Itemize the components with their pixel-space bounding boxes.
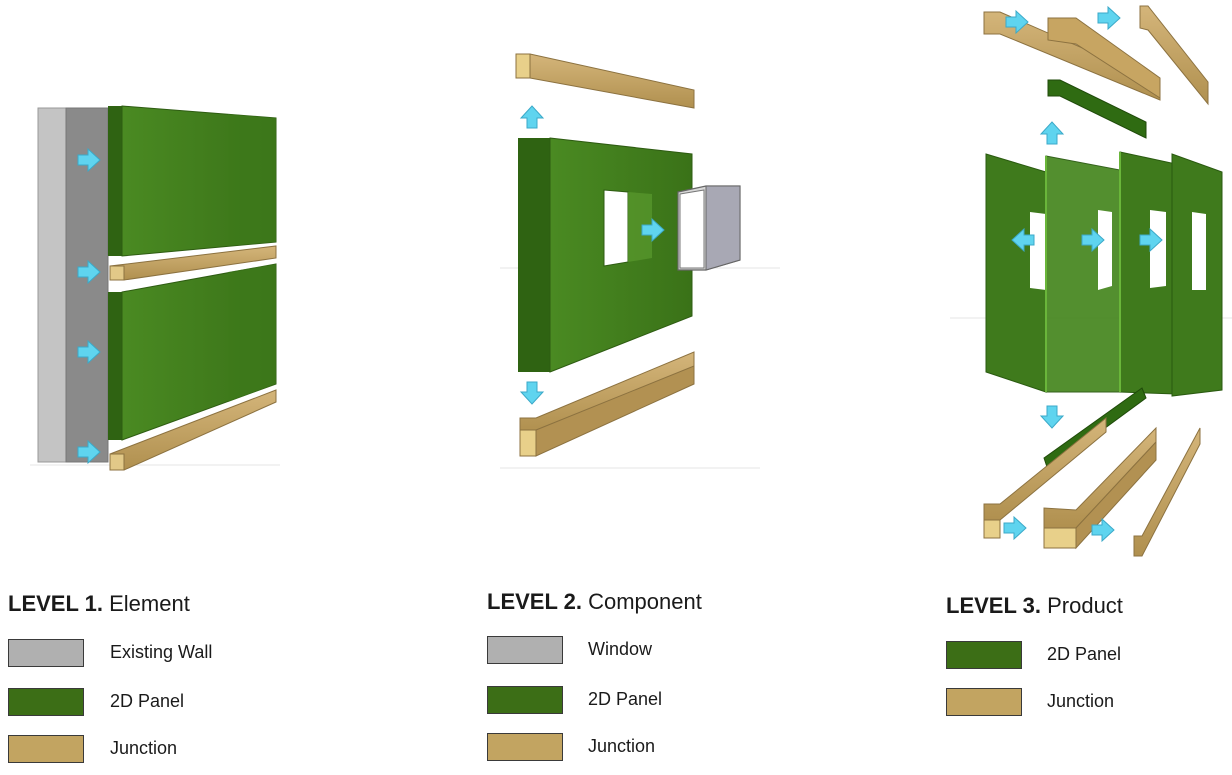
level3-title: LEVEL 3. Product [946, 593, 1123, 618]
junction-top-right [1139, 5, 1209, 106]
legend-swatch [8, 639, 84, 667]
arrow-up-icon [1040, 121, 1064, 145]
legend-junction [8, 735, 84, 763]
arrow-right-icon [1003, 516, 1027, 540]
panel-with-opening [518, 138, 550, 372]
level1-diagram [30, 105, 280, 471]
legend-2d-panel [8, 688, 84, 716]
legend-label: Junction [588, 736, 656, 756]
level2-diagram [500, 53, 780, 469]
legend-junction [946, 688, 1022, 716]
legend-label: Junction [1047, 691, 1115, 711]
legend-label: Existing Wall [110, 642, 213, 662]
legend-swatch [8, 688, 84, 716]
junction-top [515, 53, 695, 109]
legend-junction [487, 733, 563, 761]
legend-existing-wall [8, 639, 84, 667]
legend-2d-panel [487, 686, 563, 714]
legend-label: 2D Panel [588, 689, 663, 709]
junction-top-left [983, 11, 1161, 101]
window-opening [603, 189, 629, 267]
arrow-down-icon [1040, 405, 1064, 429]
legend-swatch [487, 686, 563, 714]
legend-swatch [487, 733, 563, 761]
legend-label: 2D Panel [110, 691, 185, 711]
legend-swatch [8, 735, 84, 763]
panel-3 [1119, 151, 1177, 395]
level3-diagram [950, 5, 1232, 557]
exploded-assembly-diagrams [30, 5, 1232, 557]
arrow-down-icon [520, 381, 544, 405]
legend-swatch [487, 636, 563, 664]
legend-swatch [946, 641, 1022, 669]
legend-2d-panel [946, 641, 1022, 669]
panel-lower [108, 292, 122, 440]
junction-top-green [1047, 79, 1147, 139]
arrow-right-icon [1097, 6, 1121, 30]
level2-title: LEVEL 2. Component [487, 589, 702, 614]
legend-label: Junction [110, 738, 178, 758]
level1-title: LEVEL 1. Element [8, 591, 190, 616]
existing-wall [37, 107, 67, 463]
legend-swatch [946, 688, 1022, 716]
legend-window [487, 636, 563, 664]
legend-label: 2D Panel [1047, 644, 1122, 664]
panel-upper [108, 106, 122, 256]
junction-bottom-right [1133, 427, 1201, 557]
legend-label: Window [588, 639, 653, 659]
arrow-up-icon [520, 105, 544, 129]
